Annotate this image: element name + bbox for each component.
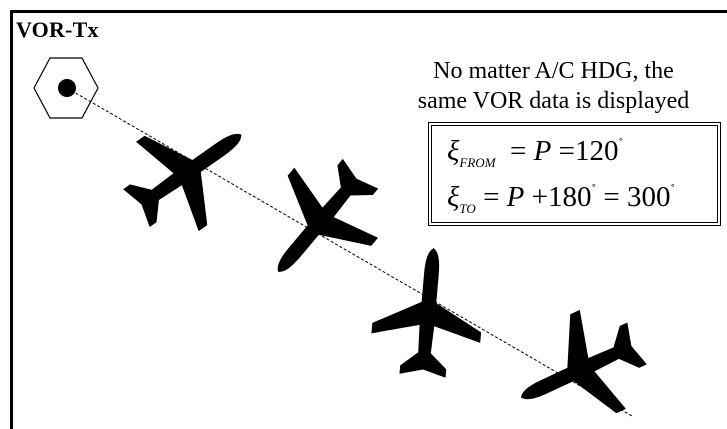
aircraft-4-icon	[497, 293, 661, 429]
equation-to: ξTO = P +180˚ = 300˚	[447, 181, 676, 216]
vor-station-label: VOR-Tx	[16, 17, 99, 42]
xi-symbol: ξ	[447, 181, 460, 213]
aircraft-3-icon	[368, 243, 489, 381]
aircraft-1-icon	[105, 89, 273, 253]
value-to: 300	[627, 181, 671, 213]
subscript-to: TO	[459, 201, 476, 216]
var-p: P	[506, 181, 525, 213]
var-p: P	[533, 135, 552, 167]
equation-box: ξFROM = P =120˚ ξTO = P +180˚ = 300˚	[428, 122, 721, 226]
diagram-frame	[10, 10, 727, 429]
value-from: 120	[574, 135, 619, 167]
equation-from: ξFROM = P =120˚	[447, 135, 624, 170]
xi-symbol: ξ	[447, 135, 460, 167]
aircraft-2-icon	[236, 138, 403, 307]
degree-symbol: ˚	[591, 183, 597, 198]
degree-symbol: ˚	[670, 183, 676, 198]
offset-value: 180	[548, 181, 592, 213]
note-line-2: same VOR data is displayed	[417, 88, 690, 114]
note-line-1: No matter A/C HDG, the	[433, 58, 674, 84]
subscript-from: FROM	[459, 155, 496, 170]
degree-symbol: ˚	[618, 137, 624, 152]
vor-radial-line	[66, 87, 633, 417]
note-text: No matter A/C HDG, the same VOR data is …	[380, 56, 727, 116]
